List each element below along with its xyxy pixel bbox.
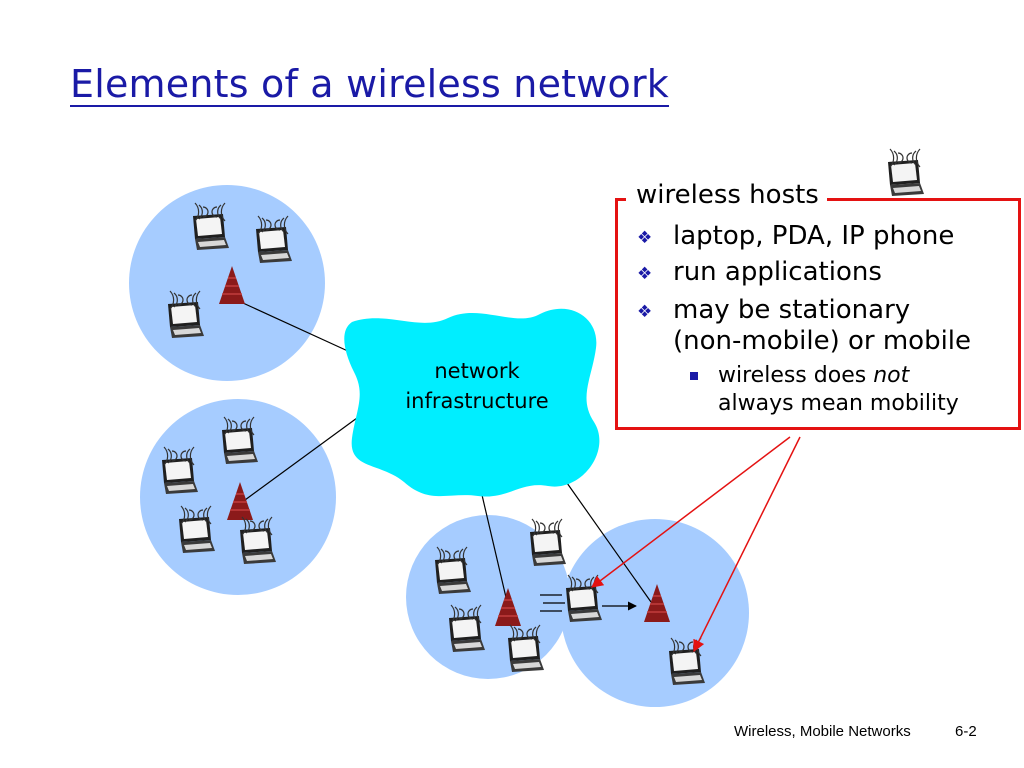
sub-bullet-line-1: wireless does not bbox=[718, 362, 909, 390]
footer-text: Wireless, Mobile Networks bbox=[734, 723, 911, 740]
network-infrastructure-cloud bbox=[344, 308, 600, 497]
bullet-item: may be stationary bbox=[673, 295, 911, 325]
diamond-bullet-icon: ❖ bbox=[637, 264, 653, 284]
page-number: 6-2 bbox=[955, 723, 977, 740]
laptop-icon bbox=[887, 148, 925, 197]
diamond-bullet-icon: ❖ bbox=[637, 228, 653, 248]
wired-link bbox=[566, 482, 652, 603]
sub-bullet-line-2: always mean mobility bbox=[718, 391, 959, 416]
callout-arrow bbox=[693, 436, 801, 653]
cloud-label-line-1: network bbox=[434, 359, 520, 383]
bullet-item-continuation: (non-mobile) or mobile bbox=[673, 326, 972, 356]
diamond-bullet-icon: ❖ bbox=[637, 302, 653, 322]
sub-bullet-emphasis: not bbox=[873, 363, 910, 388]
motion-lines bbox=[540, 594, 565, 612]
cloud-label: network infrastructure bbox=[392, 356, 562, 416]
wired-link bbox=[231, 297, 351, 353]
slide-title: Elements of a wireless network bbox=[70, 62, 670, 106]
bullet-item: run applications bbox=[673, 257, 882, 287]
wired-link bbox=[481, 494, 509, 607]
square-bullet-icon bbox=[690, 372, 698, 380]
wired-link bbox=[244, 417, 358, 501]
wireless-hosts-heading: wireless hosts bbox=[626, 180, 827, 210]
sub-bullet-text: wireless does bbox=[718, 363, 874, 388]
cloud-label-line-2: infrastructure bbox=[405, 389, 549, 413]
bullet-item: laptop, PDA, IP phone bbox=[673, 221, 955, 251]
laptop-icon bbox=[529, 518, 567, 567]
callout-arrow bbox=[591, 436, 791, 588]
